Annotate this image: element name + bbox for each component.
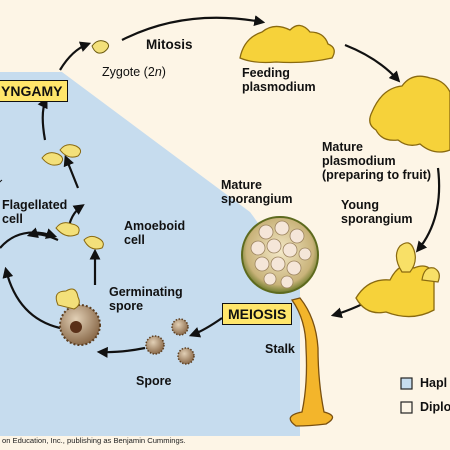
flagellated-line-1: Flagellated [2, 198, 68, 212]
legend-diploid-label: Diplo [420, 400, 450, 414]
arrow-spore-to-germinating [96, 346, 146, 358]
mature-sporangium-shape [241, 216, 334, 427]
mature-sporangium-label: Mature sporangium [221, 178, 293, 206]
germinating-line-1: Germinating [109, 285, 183, 299]
arrow-zygote-to-feeding [121, 15, 266, 41]
legend-haploid-label: Hapl [420, 376, 448, 390]
amoeboid-line-2: cell [124, 233, 145, 247]
young-sporangium-shape [355, 242, 440, 318]
germinating-line-2: spore [109, 299, 144, 313]
young-sporangium-line-2: sporangium [341, 212, 413, 226]
mature-sporangium-line-1: Mature [221, 178, 262, 192]
mature-plasmodium-line-3: (preparing to fruit) [322, 168, 432, 182]
arrow-mature-to-young [415, 167, 441, 253]
zygote-label: Zygote (2n) [102, 65, 166, 79]
arrow-meiosis-to-spore [188, 317, 223, 338]
amoeboid-line-1: Amoeboid [124, 219, 186, 233]
germinating-spore-shape [55, 288, 101, 346]
legend-diploid-swatch [400, 401, 413, 414]
arrow-feeding-to-mature [344, 43, 401, 83]
feeding-line-2: plasmodium [242, 80, 316, 94]
mature-plasmodium-line-2: plasmodium [322, 154, 396, 168]
arrow-cells-to-syngamy [37, 97, 48, 141]
arrow-left-into-flag [0, 228, 58, 249]
zygote-close: ) [161, 65, 166, 79]
feeding-line-1: Feeding [242, 66, 290, 80]
arrow-flag-to-cells [63, 154, 80, 189]
amoeboid-cells [55, 222, 104, 250]
spore-label: Spore [136, 374, 172, 388]
zygote-text: Zygote (2 [102, 65, 155, 79]
arrow-syngamy-to-zygote [59, 41, 92, 71]
feeding-plasmodium-shape [239, 24, 335, 64]
zygote-shape [91, 40, 110, 54]
mature-plasmodium-shape [369, 75, 450, 153]
flagellated-cell-label: Flagellated cell [2, 198, 67, 226]
syngamy-tag: YNGAMY [0, 80, 69, 102]
mature-sporangium-line-2: sporangium [221, 192, 293, 206]
amoeboid-cell-label: Amoeboid cell [124, 219, 185, 247]
germinating-spore-label: Germinating spore [109, 285, 183, 313]
young-sporangium-line-1: Young [341, 198, 379, 212]
copyright-credit: on Education, Inc., publishing as Benjam… [2, 436, 186, 445]
meiosis-tag: MEIOSIS [222, 303, 293, 325]
flagellated-cells [0, 144, 82, 183]
flagellated-line-2: cell [2, 212, 23, 226]
zygote-n: n [154, 65, 162, 79]
spores [145, 318, 195, 365]
arrow-germinating-loop [2, 266, 61, 330]
stalk-label: Stalk [265, 342, 295, 356]
mitosis-label: Mitosis [146, 37, 193, 52]
legend-haploid-swatch [400, 377, 413, 390]
young-sporangium-label: Young sporangium [341, 198, 413, 226]
mature-plasmodium-line-1: Mature [322, 140, 363, 154]
mature-plasmodium-label: Mature plasmodium (preparing to fruit) [322, 140, 431, 182]
feeding-plasmodium-label: Feeding plasmodium [242, 66, 316, 94]
